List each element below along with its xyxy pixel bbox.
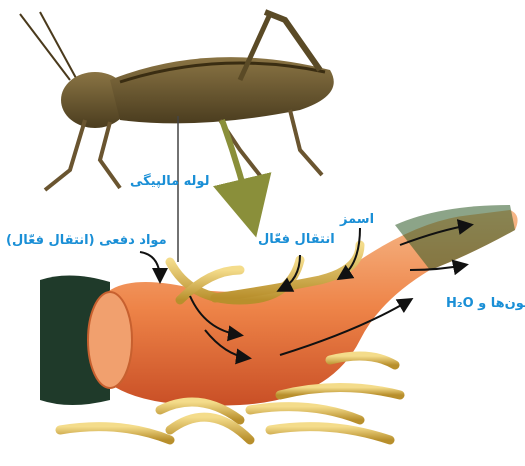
label-ions-water: یون‌ها و H₂O bbox=[446, 296, 525, 311]
label-malpighian-tube: لوله مالپیگی bbox=[130, 174, 209, 189]
grasshopper-illustration bbox=[20, 12, 334, 190]
label-active-transport: انتقال فعّال bbox=[258, 232, 335, 247]
pointer-arrow-icon bbox=[222, 120, 252, 220]
label-waste-material: مواد دفعی (انتقال فعّال) bbox=[6, 233, 167, 248]
waste-arrow-icon bbox=[140, 252, 160, 280]
label-osmosis: اسمز bbox=[340, 212, 374, 227]
